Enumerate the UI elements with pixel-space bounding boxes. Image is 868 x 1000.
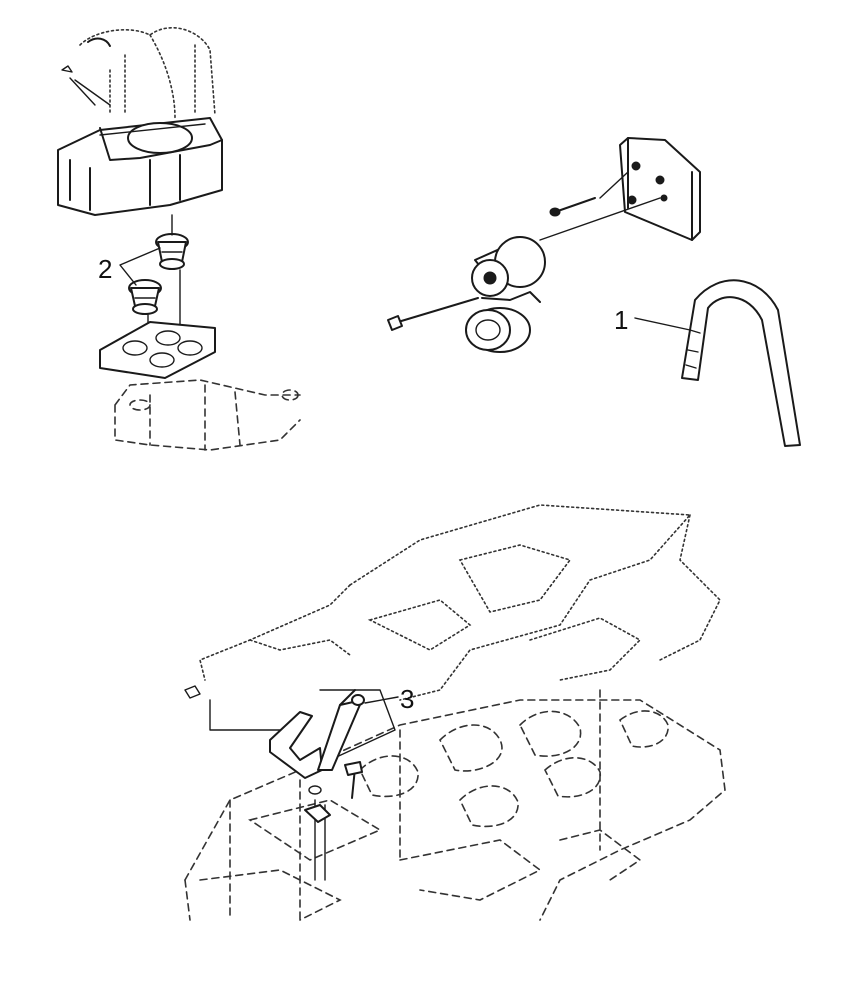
drive-belt bbox=[634, 279, 801, 447]
gasket bbox=[99, 321, 216, 379]
tensioner-bracket bbox=[619, 137, 701, 241]
callout-3-leader bbox=[364, 696, 399, 704]
callout-2: 2 bbox=[98, 254, 113, 284]
callout-3: 3 bbox=[400, 684, 415, 714]
engine-manifold-group bbox=[184, 504, 726, 921]
thermostat-housing-group bbox=[57, 26, 301, 451]
thermostat-upper bbox=[155, 233, 189, 270]
sender-bracket bbox=[269, 711, 323, 779]
callout-2-leader bbox=[119, 247, 161, 286]
callout-1-leader bbox=[634, 317, 691, 331]
thermostat-lower bbox=[128, 279, 162, 315]
temperature-sender bbox=[317, 689, 365, 771]
callout-1: 1 bbox=[614, 305, 629, 335]
tensioner-pulley bbox=[471, 236, 546, 303]
idler-pulley bbox=[465, 307, 531, 353]
belt-tensioner-group bbox=[387, 137, 701, 353]
tensioner-bolt bbox=[397, 297, 479, 323]
